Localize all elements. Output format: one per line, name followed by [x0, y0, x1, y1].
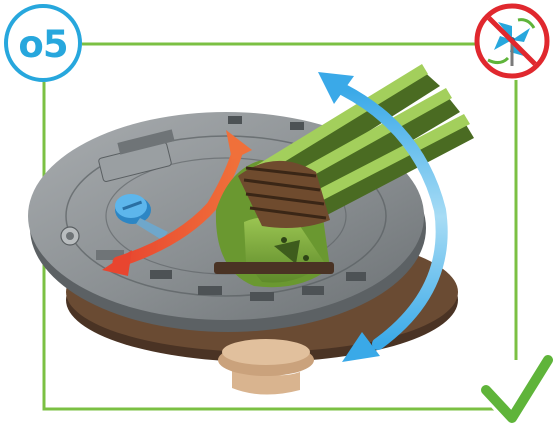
step-badge: o5 — [4, 4, 82, 82]
pinwheel-no-icon — [477, 6, 547, 76]
checkmark-icon — [486, 360, 548, 418]
step-number: o5 — [18, 26, 67, 63]
